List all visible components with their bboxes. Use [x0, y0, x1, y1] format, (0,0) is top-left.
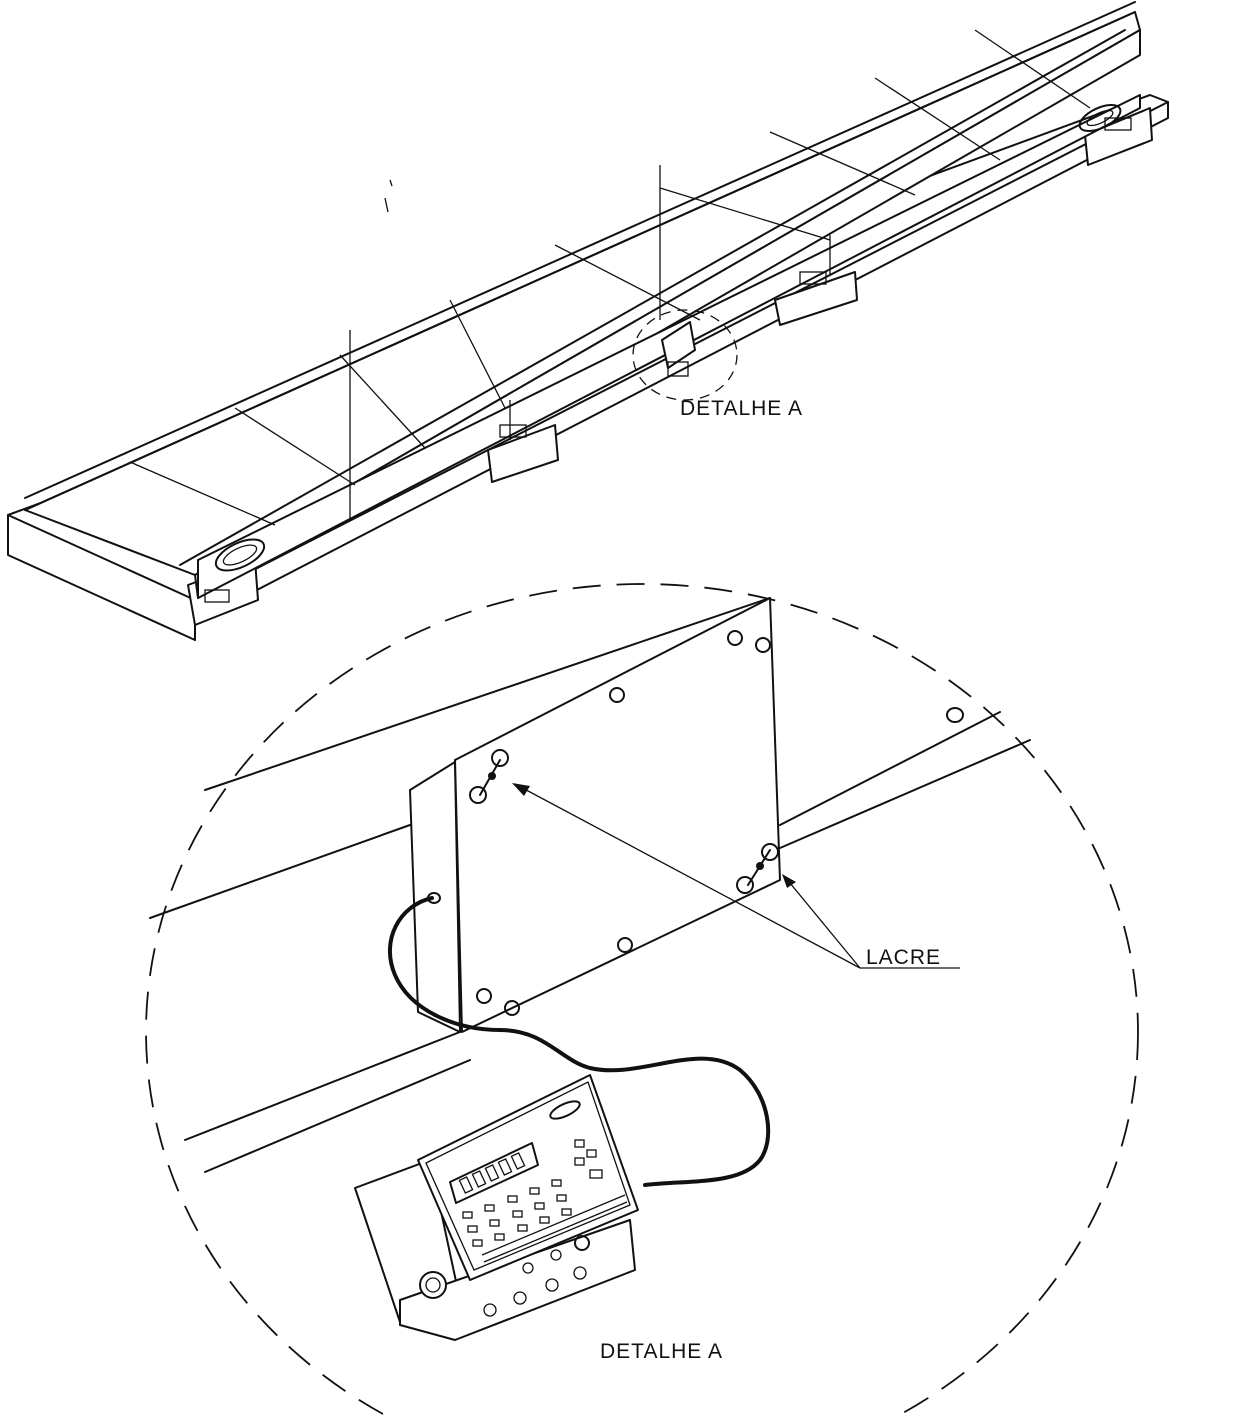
- cable-gland-icon: [419, 1271, 447, 1299]
- indicator-bracket: [399, 1219, 636, 1341]
- module-joints: [204, 117, 1132, 603]
- load-cell-cable: [388, 896, 771, 1187]
- detail-callout-circle: [632, 309, 738, 401]
- logo-plate-icon: [214, 104, 1122, 572]
- indicator-keypad: [462, 1139, 603, 1247]
- brand-logo-icon: [549, 1100, 581, 1120]
- display-digits: [458, 1152, 526, 1194]
- detail-title-label: DETALHE A: [600, 1340, 723, 1363]
- cover-plate: [454, 597, 781, 1033]
- beam-web: [409, 761, 461, 1033]
- seal-wire-icon: [479, 759, 771, 886]
- detail-callout-label: DETALHE A: [680, 397, 803, 420]
- detail-beam: [149, 597, 1031, 1173]
- weighbridge-assembly: [7, 1, 1169, 641]
- cover-plate-bolts: [469, 630, 779, 1016]
- weighing-indicator: [354, 1074, 639, 1341]
- detail-boundary-circle: [145, 583, 1139, 1421]
- junction-box: [661, 321, 696, 377]
- indicator-front-panel: [417, 1074, 639, 1281]
- support-blocks: [187, 107, 1153, 626]
- deck-plate: [24, 11, 1141, 576]
- deck-cross-members: [129, 29, 1091, 526]
- seal-leader-arrows: [512, 783, 960, 969]
- seal-label: LACRE: [866, 946, 941, 969]
